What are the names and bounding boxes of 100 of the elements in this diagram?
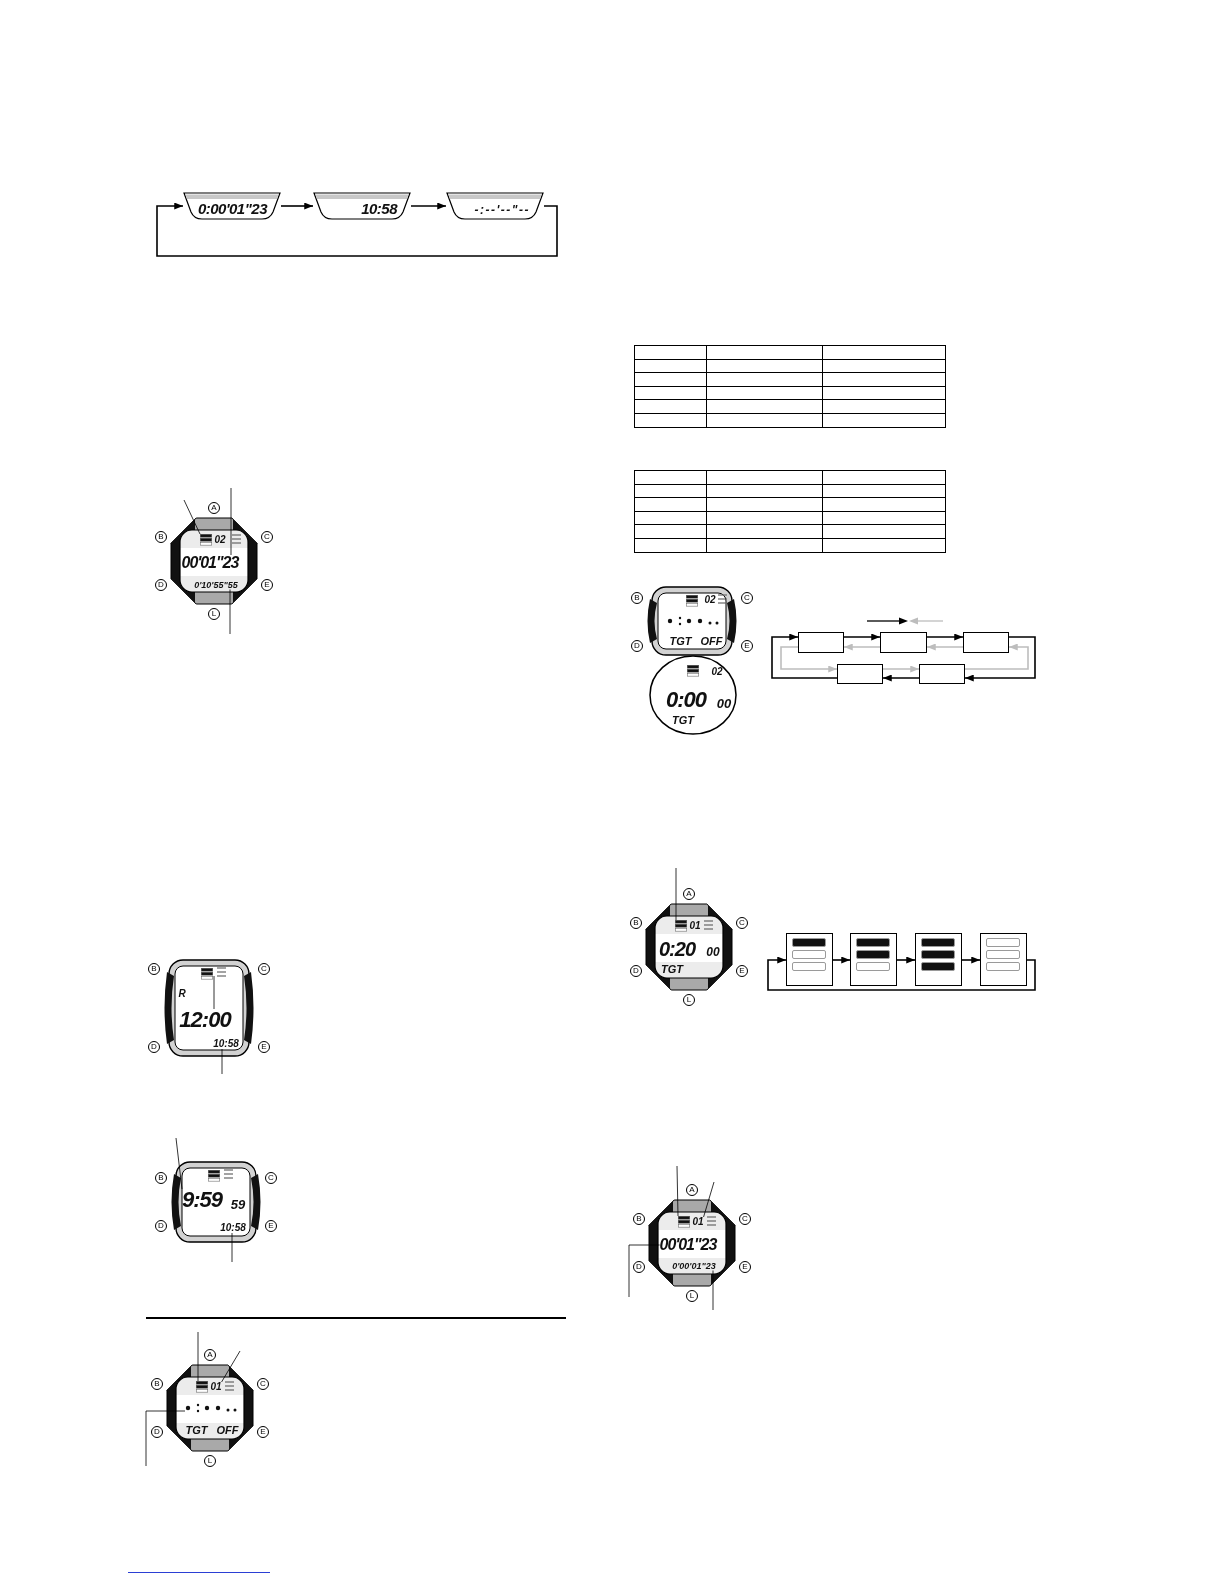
state-box (837, 664, 883, 684)
button-letter: L (683, 994, 695, 1006)
leader-line (145, 1410, 186, 1467)
lcd-digits: 9:59 (182, 1189, 222, 1211)
leader-line (628, 1244, 660, 1298)
button-letter: E (265, 1220, 277, 1232)
lcd-digits: 59 (230, 1197, 246, 1211)
arrow (964, 643, 1029, 670)
arrow (767, 956, 1036, 991)
button-letter: C (741, 592, 753, 604)
lcd-digits: 10:58 (213, 1039, 239, 1049)
segment-indicator-icon (675, 920, 687, 932)
lcd-digits: 0:20 (659, 939, 695, 959)
button-letter: C (265, 1172, 277, 1184)
button-letter: C (739, 1213, 751, 1225)
leader-line (712, 1270, 714, 1311)
arrow (926, 643, 964, 651)
button-letter: A (686, 1184, 698, 1196)
lcd-digits: 00 (716, 696, 732, 710)
button-letter: B (151, 1378, 163, 1390)
lcd-display (183, 192, 281, 220)
lcd-digits: 00'01"23 (181, 555, 239, 571)
button-letter: D (155, 579, 167, 591)
indicator-panel (850, 933, 897, 986)
button-letter: L (686, 1290, 698, 1302)
lcd-digits: 10:58 (361, 201, 397, 216)
arrow (280, 202, 314, 210)
button-letter: B (631, 592, 643, 604)
button-letter: E (261, 579, 273, 591)
button-letter: E (257, 1426, 269, 1438)
lcd-digits: 00'01"23 (659, 1237, 717, 1253)
leader-line (230, 487, 232, 556)
leader-line (213, 975, 215, 1010)
lcd-digits: 10:58 (220, 1223, 246, 1233)
button-letter: B (633, 1213, 645, 1225)
lcd-digits: 0:00'01"23 (197, 201, 267, 216)
lcd-text: R (178, 989, 186, 999)
button-letter: C (257, 1378, 269, 1390)
lcd-digits: 00 (706, 946, 720, 958)
button-letter: A (683, 888, 695, 900)
lcd-text: TGT OFF (185, 1424, 239, 1436)
leader-line (183, 499, 201, 535)
lcd-digits: 02 (704, 595, 716, 605)
lcd-display (446, 192, 544, 220)
leader-line (175, 1137, 183, 1190)
arrow (896, 956, 916, 964)
state-box (880, 632, 927, 653)
button-letter: D (151, 1426, 163, 1438)
arrow (771, 633, 838, 679)
arrow (780, 646, 838, 673)
button-letter: D (631, 640, 643, 652)
leader-line (229, 589, 231, 635)
lcd-digits: 02 (711, 667, 723, 677)
arrow (882, 674, 920, 682)
button-letter: B (630, 917, 642, 929)
leader-line (676, 1165, 679, 1217)
button-letter: C (736, 917, 748, 929)
button-letter: A (204, 1349, 216, 1361)
leader-line (675, 867, 677, 921)
arrow (882, 665, 920, 673)
arrow (926, 633, 964, 641)
indicator-panel (915, 933, 962, 986)
lcd-text: TGT (661, 963, 683, 975)
lcd-dots-icon (185, 1404, 237, 1412)
button-letter: L (208, 608, 220, 620)
leader-line (703, 1181, 715, 1218)
lcd-text: TGT (672, 714, 694, 726)
leader-line (221, 1350, 241, 1383)
state-box (798, 632, 844, 653)
leader-line (221, 1048, 223, 1075)
button-letter: D (633, 1261, 645, 1273)
arrow (832, 956, 851, 964)
button-letter: D (148, 1041, 160, 1053)
button-letter: D (630, 965, 642, 977)
arrow (964, 636, 1036, 682)
button-letter: C (261, 531, 273, 543)
arrow (156, 202, 558, 257)
button-letter: D (155, 1220, 167, 1232)
button-letter: E (258, 1041, 270, 1053)
button-letter: C (258, 963, 270, 975)
lcd-digits: 0:00 (666, 689, 706, 711)
indicator-panel (786, 933, 833, 986)
indicator-panel (980, 933, 1027, 986)
lcd-digits: 01 (692, 1217, 704, 1227)
lcd-digits: 12:00 (179, 1009, 231, 1031)
button-letter: E (741, 640, 753, 652)
arrow (843, 643, 881, 651)
lcd-digits: 02 (214, 535, 226, 545)
segment-indicator-icon (200, 534, 212, 546)
arrow (843, 633, 881, 641)
button-letter: E (736, 965, 748, 977)
leader-line (197, 1331, 199, 1382)
segment-indicator-icon (678, 1216, 690, 1228)
button-letter: B (155, 531, 167, 543)
button-letter: B (148, 963, 160, 975)
lcd-text: TGT OFF (669, 635, 723, 647)
state-box (963, 632, 1009, 653)
button-letter: L (204, 1455, 216, 1467)
arrow (410, 202, 447, 210)
leader-line (231, 1232, 233, 1263)
